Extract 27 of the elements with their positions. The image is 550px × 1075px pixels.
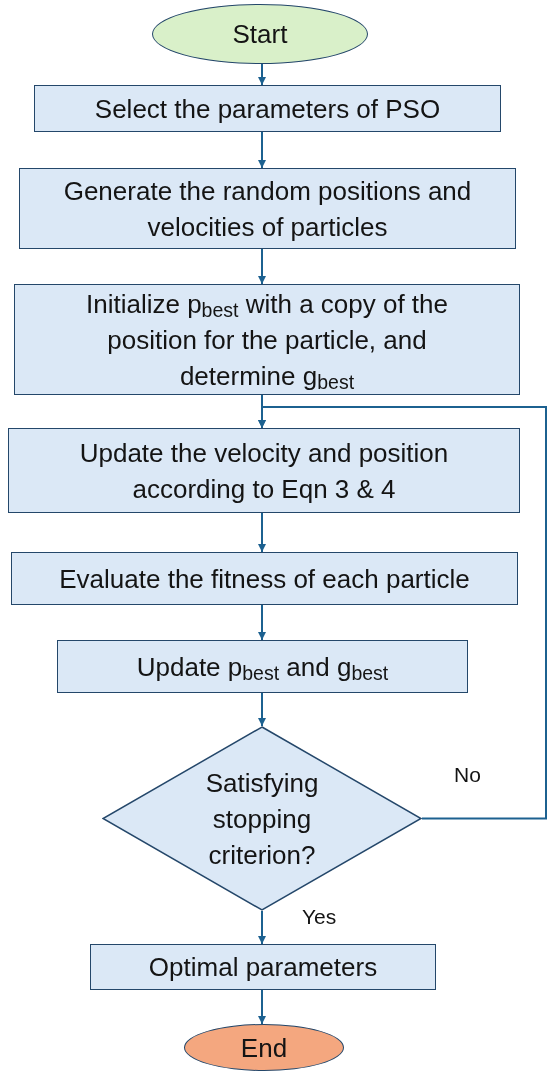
process-label: Generate the random positions and velocities of particles xyxy=(62,174,473,244)
arrow xyxy=(258,692,266,727)
process-label: Optimal parameters xyxy=(148,951,378,984)
arrow xyxy=(258,406,547,820)
process-box xyxy=(57,640,468,693)
process-label: Initialize p$_{best}$ with a copy of the position for the particle, and determine g$_{best}$ xyxy=(84,287,449,394)
process-box xyxy=(19,168,516,249)
arrow xyxy=(258,989,266,1025)
process-label: Select the parameters of PSO xyxy=(94,92,441,126)
decision-label: Satisfying stopping criterion? xyxy=(204,766,320,872)
arrow xyxy=(258,131,266,169)
process-box xyxy=(14,284,520,395)
arrow xyxy=(258,248,266,285)
process-box xyxy=(11,552,518,605)
process-box xyxy=(8,428,520,513)
arrow xyxy=(258,512,266,553)
arrow xyxy=(258,910,266,945)
process-label: Update p$_{best}$ and g$_{best}$ xyxy=(136,650,389,685)
process-label: Evaluate the fitness of each particle xyxy=(59,562,470,596)
arrow xyxy=(258,604,266,641)
process-label: Update the velocity and position according to Eqn 3 & 4 xyxy=(78,436,450,506)
arrow xyxy=(258,63,266,86)
decision-diamond xyxy=(102,726,422,911)
terminal-label: End xyxy=(240,1031,288,1065)
process-box xyxy=(34,85,501,132)
process-box xyxy=(90,944,436,990)
terminal-label: Start xyxy=(232,18,288,51)
